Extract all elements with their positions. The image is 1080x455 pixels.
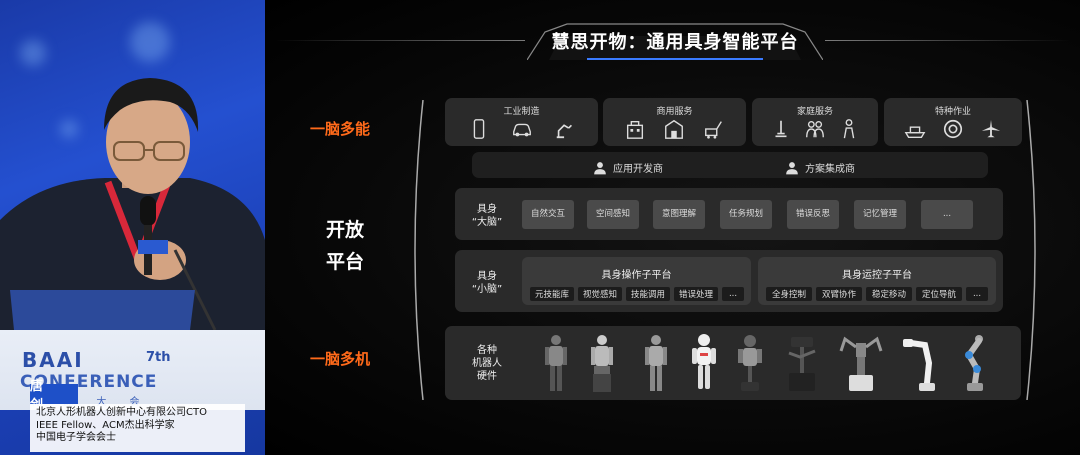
open-platform-line: 平台 <box>325 251 364 273</box>
conference-cn-label: 北 源 大 会 <box>30 397 150 408</box>
slide-title-bar: 慧思开物：通用具身智能平台 <box>527 22 823 60</box>
category-household: 家庭服务 <box>752 98 878 146</box>
wheeled-robot <box>738 335 762 391</box>
speaker-caption: 北京人形机器人创新中心有限公司CTO IEEE Fellow、ACM杰出科学家 … <box>30 404 245 452</box>
family-icon <box>806 120 824 138</box>
category-title: 商用服务 <box>656 107 693 117</box>
manipulation-chip: ... <box>722 287 744 301</box>
motion-chip: 定位导航 <box>916 287 962 301</box>
cleaning-cart-icon <box>705 121 723 139</box>
elderly-icon <box>843 119 855 139</box>
light-bokeh <box>20 40 46 66</box>
humanoid-robot-white <box>692 334 716 389</box>
label-line: 具身 <box>477 204 497 215</box>
label-one-brain-multi-skill: 一脑多能 <box>310 120 371 138</box>
label-one-brain-multi-robot: 一脑多机 <box>310 350 371 368</box>
small-brain-label: 具身 “小脑” <box>465 270 509 296</box>
category-title: 特种作业 <box>934 107 971 117</box>
manipulation-chip: 视觉感知 <box>578 287 622 301</box>
dual-arm-robot <box>839 336 883 391</box>
developers-bar <box>472 152 988 178</box>
label-open-platform: 开放 平台 <box>315 214 375 278</box>
robot-arm-white <box>903 339 935 391</box>
motion-chip: 稳定移动 <box>866 287 912 301</box>
slide-title: 慧思开物：通用具身智能平台 <box>551 32 799 53</box>
plane-icon <box>981 119 1001 138</box>
label-line: 各种 <box>477 345 497 356</box>
store-icon <box>665 119 684 139</box>
lifebuoy-icon <box>943 119 963 139</box>
developer-item: 应用开发商 <box>593 160 663 175</box>
big-brain-chip: 空间感知 <box>587 200 639 229</box>
humanoid-robot-1 <box>545 335 567 391</box>
humanoid-robot-3 <box>645 335 667 391</box>
big-brain-label: 具身 “大脑” <box>465 203 509 229</box>
subplatform-title: 具身操作子平台 <box>601 270 672 281</box>
robot-arm-gray <box>965 335 983 391</box>
category-title: 家庭服务 <box>796 107 833 117</box>
category-industrial: 工业制造 <box>445 98 598 146</box>
light-bokeh <box>60 120 78 138</box>
speaker-name: 唐 剑 <box>30 379 78 413</box>
baai-logo: BAAI <box>22 348 84 372</box>
big-brain-chip: 错误反思 <box>787 200 839 229</box>
motion-chip: 全身控制 <box>766 287 812 301</box>
category-special: 特种作业 <box>884 98 1022 146</box>
humanoid-robot-2 <box>591 335 613 392</box>
subplatform-title: 具身运控子平台 <box>842 270 912 281</box>
manipulation-subplatform: 具身操作子平台 元技能库 视觉感知 技能调用 错误处理 ... <box>522 257 751 305</box>
presentation-slide: 慧思开物：通用具身智能平台 一脑多能 开放 平台 一脑多机 工业制造 商用服务 … <box>265 0 1080 455</box>
caption-line: 中国电子学会会士 <box>36 432 116 443</box>
category-commercial: 商用服务 <box>603 98 746 146</box>
developer-label: 方案集成商 <box>805 164 855 175</box>
title-divider <box>825 40 1070 41</box>
hardware-label: 各种 机器人 硬件 <box>461 344 513 383</box>
right-bracket <box>1026 100 1036 400</box>
big-brain-chip: 记忆管理 <box>854 200 906 229</box>
left-bracket <box>414 100 424 400</box>
motion-subplatform: 具身运控子平台 全身控制 双臂协作 稳定移动 定位导航 ... <box>758 257 996 305</box>
category-title: 工业制造 <box>503 107 540 117</box>
label-line: 机器人 <box>472 358 502 369</box>
label-line: “大脑” <box>471 217 503 228</box>
manipulation-chip: 错误处理 <box>674 287 718 301</box>
big-brain-chip: 自然交互 <box>522 200 574 229</box>
big-brain-chip: ... <box>921 200 973 229</box>
developer-item: 方案集成商 <box>785 160 855 175</box>
big-brain-chip: 任务规划 <box>720 200 772 229</box>
speaker-figure <box>0 78 265 331</box>
caption-line: 北京人形机器人创新中心有限公司CTO <box>36 407 207 418</box>
building-icon <box>626 120 643 139</box>
light-bokeh <box>130 22 170 62</box>
person-icon <box>786 161 798 174</box>
label-line: 硬件 <box>477 371 497 382</box>
open-platform-line: 开放 <box>325 219 364 241</box>
motion-chip: ... <box>966 287 988 301</box>
label-line: “小脑” <box>471 284 503 295</box>
manipulation-chip: 元技能库 <box>530 287 574 301</box>
big-brain-chip: 意图理解 <box>653 200 705 229</box>
lamp-icon <box>775 120 787 138</box>
developer-label: 应用开发商 <box>613 164 663 175</box>
mobile-base-robot <box>788 337 816 391</box>
person-icon <box>594 161 606 174</box>
edition-label: 7th <box>146 350 171 365</box>
robot-arm-icon <box>556 124 572 139</box>
caption-line: IEEE Fellow、ACM杰出科学家 <box>36 419 175 431</box>
ship-icon <box>904 126 926 138</box>
manipulation-chip: 技能调用 <box>626 287 670 301</box>
label-line: 具身 <box>477 271 497 282</box>
phone-icon <box>473 119 484 139</box>
title-divider <box>275 40 525 41</box>
speaker-video: BAAI 7th CONFERENCE 北 源 大 会 唐 剑 北京人形机器人创… <box>0 0 265 455</box>
motion-chip: 双臂协作 <box>816 287 862 301</box>
car-icon <box>512 123 531 137</box>
